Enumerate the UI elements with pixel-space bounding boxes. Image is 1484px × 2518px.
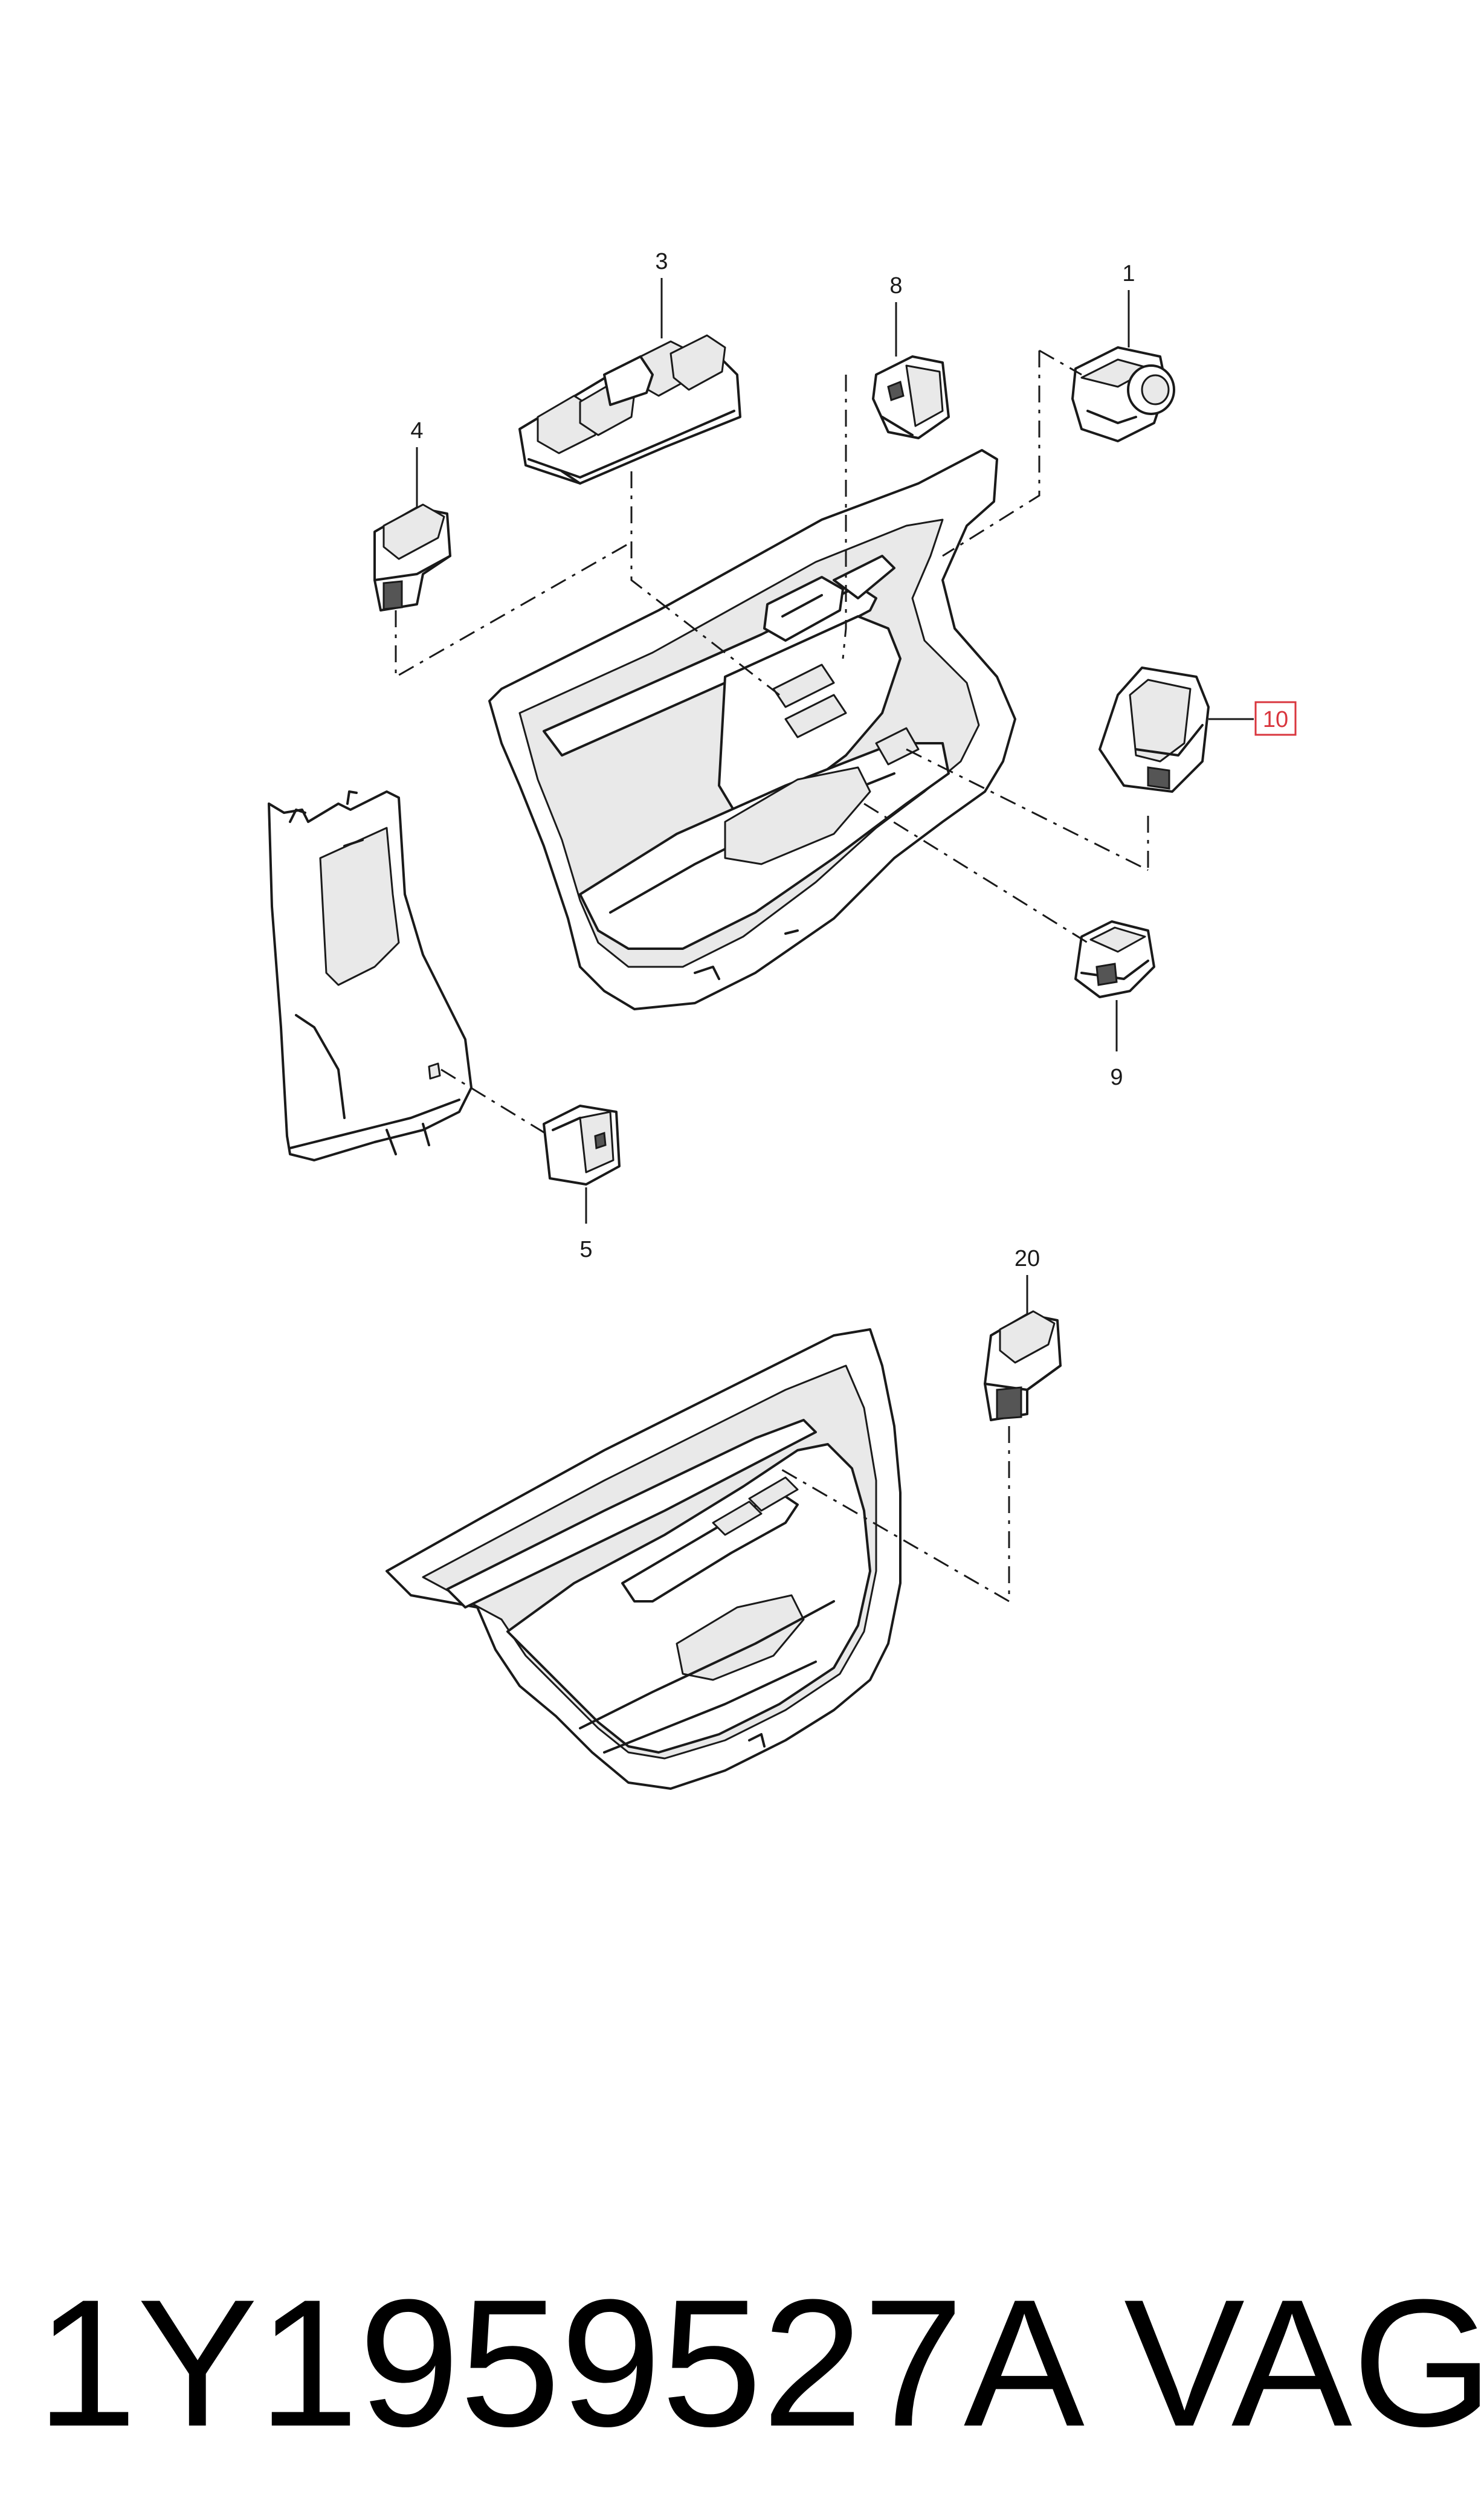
- pillar-trim: [268, 790, 473, 1161]
- callout-5[interactable]: 5: [579, 1237, 592, 1262]
- callout-10-highlight-box: [1254, 701, 1297, 736]
- part-5-small-switch: [543, 1105, 621, 1186]
- callout-10[interactable]: 10: [1263, 707, 1288, 732]
- parts-diagram: 1 3 4 5 8 9 10 20: [268, 249, 1297, 1790]
- part-3-master-window-switch: [518, 334, 741, 485]
- callout-4[interactable]: 4: [410, 418, 423, 444]
- part-20-rear-window-switch: [984, 1310, 1062, 1421]
- rear-door-panel: [386, 1328, 902, 1790]
- callout-20[interactable]: 20: [1015, 1246, 1040, 1271]
- callout-9[interactable]: 9: [1110, 1065, 1123, 1090]
- front-door-panel: [488, 449, 1016, 1010]
- part-10-switch-bezel: [1098, 667, 1210, 793]
- callouts: 1 3 4 5 8 9 10 20: [410, 249, 1297, 1271]
- assembly-lines: [395, 349, 1149, 1603]
- callout-3[interactable]: 3: [655, 249, 668, 274]
- callout-1[interactable]: 1: [1122, 261, 1135, 286]
- leader-lines: [416, 278, 1254, 1314]
- footer: 1Y1959527A VAG: [0, 2236, 1484, 2490]
- part-1-mirror-switch: [1071, 346, 1175, 442]
- part-8-window-switch: [872, 355, 950, 439]
- part-4-window-switch: [373, 503, 451, 612]
- part-number: 1Y1959527A: [36, 2261, 1085, 2464]
- part-9-window-switch: [1074, 920, 1155, 998]
- brand-label: VAG: [1124, 2261, 1484, 2464]
- callout-8[interactable]: 8: [889, 273, 902, 299]
